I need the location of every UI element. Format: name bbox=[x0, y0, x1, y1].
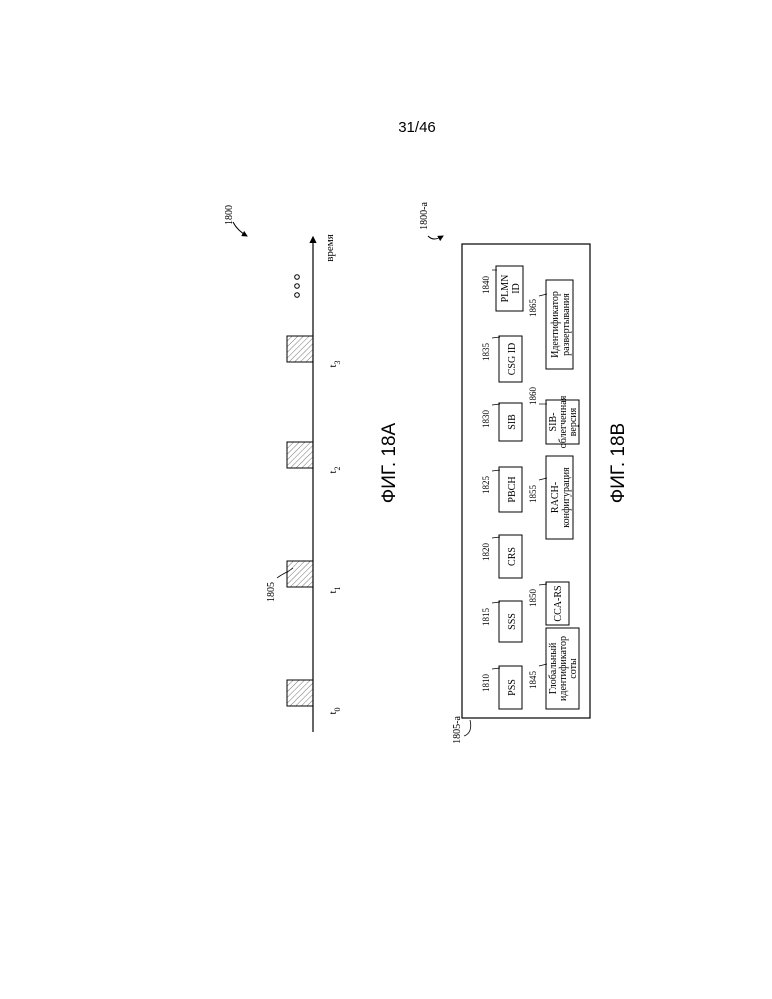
svg-text:версия: версия bbox=[568, 407, 579, 436]
svg-text:SIB: SIB bbox=[507, 414, 518, 430]
figure-18b-ref: 1800-a bbox=[419, 202, 430, 230]
svg-text:CSG ID: CSG ID bbox=[507, 343, 518, 376]
svg-text:соты: соты bbox=[568, 658, 579, 679]
sync-burst-t3 bbox=[287, 336, 313, 362]
sync-burst-t1 bbox=[287, 561, 313, 587]
element-csg-id-ref: 1835 bbox=[481, 343, 491, 362]
figure-18b: 1800-a 1805-a PSS 1810 SSS 1815 CRS 1820 bbox=[419, 202, 629, 744]
figure-18a-caption: ФИГ. 18A bbox=[379, 422, 400, 503]
figure-18b-caption: ФИГ. 18B bbox=[608, 423, 629, 503]
svg-text:SSS: SSS bbox=[507, 613, 518, 630]
tick-label-t0: t0 bbox=[327, 707, 342, 714]
tick-label-t3: t3 bbox=[327, 360, 342, 367]
page-number: 31/46 bbox=[398, 119, 436, 136]
time-axis-label: время bbox=[324, 234, 336, 262]
svg-text:развертывания: развертывания bbox=[561, 293, 572, 356]
burst-ref: 1805 bbox=[266, 582, 277, 602]
svg-text:RACH-: RACH- bbox=[550, 482, 561, 513]
figure-18a-ref-arrow bbox=[233, 222, 247, 236]
sync-burst-t2 bbox=[287, 442, 313, 468]
tick-label-t2: t2 bbox=[327, 466, 342, 473]
element-pbch-ref: 1825 bbox=[481, 476, 491, 495]
svg-text:PLMN: PLMN bbox=[500, 275, 511, 303]
figure-18b-ref-arrow bbox=[428, 236, 443, 239]
signal-frame-leader bbox=[464, 720, 471, 736]
figure-18a: 1800 время 1805 t0 t1 bbox=[224, 205, 400, 732]
element-sss-ref: 1815 bbox=[481, 608, 491, 627]
element-cca-rs-ref: 1850 bbox=[528, 589, 538, 608]
continuation-ellipsis bbox=[295, 275, 300, 298]
svg-text:CRS: CRS bbox=[507, 547, 518, 566]
element-deployment-id-ref: 1865 bbox=[528, 299, 538, 318]
sync-burst-t0 bbox=[287, 680, 313, 706]
element-sib-ref: 1830 bbox=[481, 410, 491, 429]
svg-text:t3: t3 bbox=[327, 360, 342, 367]
element-pss-ref: 1810 bbox=[481, 674, 491, 693]
svg-text:t0: t0 bbox=[327, 707, 342, 714]
svg-text:CCA-RS: CCA-RS bbox=[553, 585, 564, 621]
svg-text:PBCH: PBCH bbox=[507, 476, 518, 502]
svg-text:PSS: PSS bbox=[507, 679, 518, 696]
svg-text:конфигурация: конфигурация bbox=[561, 467, 572, 528]
element-crs-ref: 1820 bbox=[481, 543, 491, 562]
element-plmn-id-ref: 1840 bbox=[481, 276, 491, 295]
svg-text:t2: t2 bbox=[327, 466, 342, 473]
svg-text:t1: t1 bbox=[327, 586, 342, 593]
svg-text:ID: ID bbox=[511, 283, 522, 294]
svg-text:Идентификатор: Идентификатор bbox=[550, 291, 561, 358]
tick-label-t1: t1 bbox=[327, 586, 342, 593]
element-rach-config-ref: 1855 bbox=[528, 485, 538, 504]
signal-frame-ref: 1805-a bbox=[452, 716, 463, 744]
element-sib-lite-ref: 1860 bbox=[528, 387, 538, 406]
element-global-cell-id-ref: 1845 bbox=[528, 671, 538, 690]
